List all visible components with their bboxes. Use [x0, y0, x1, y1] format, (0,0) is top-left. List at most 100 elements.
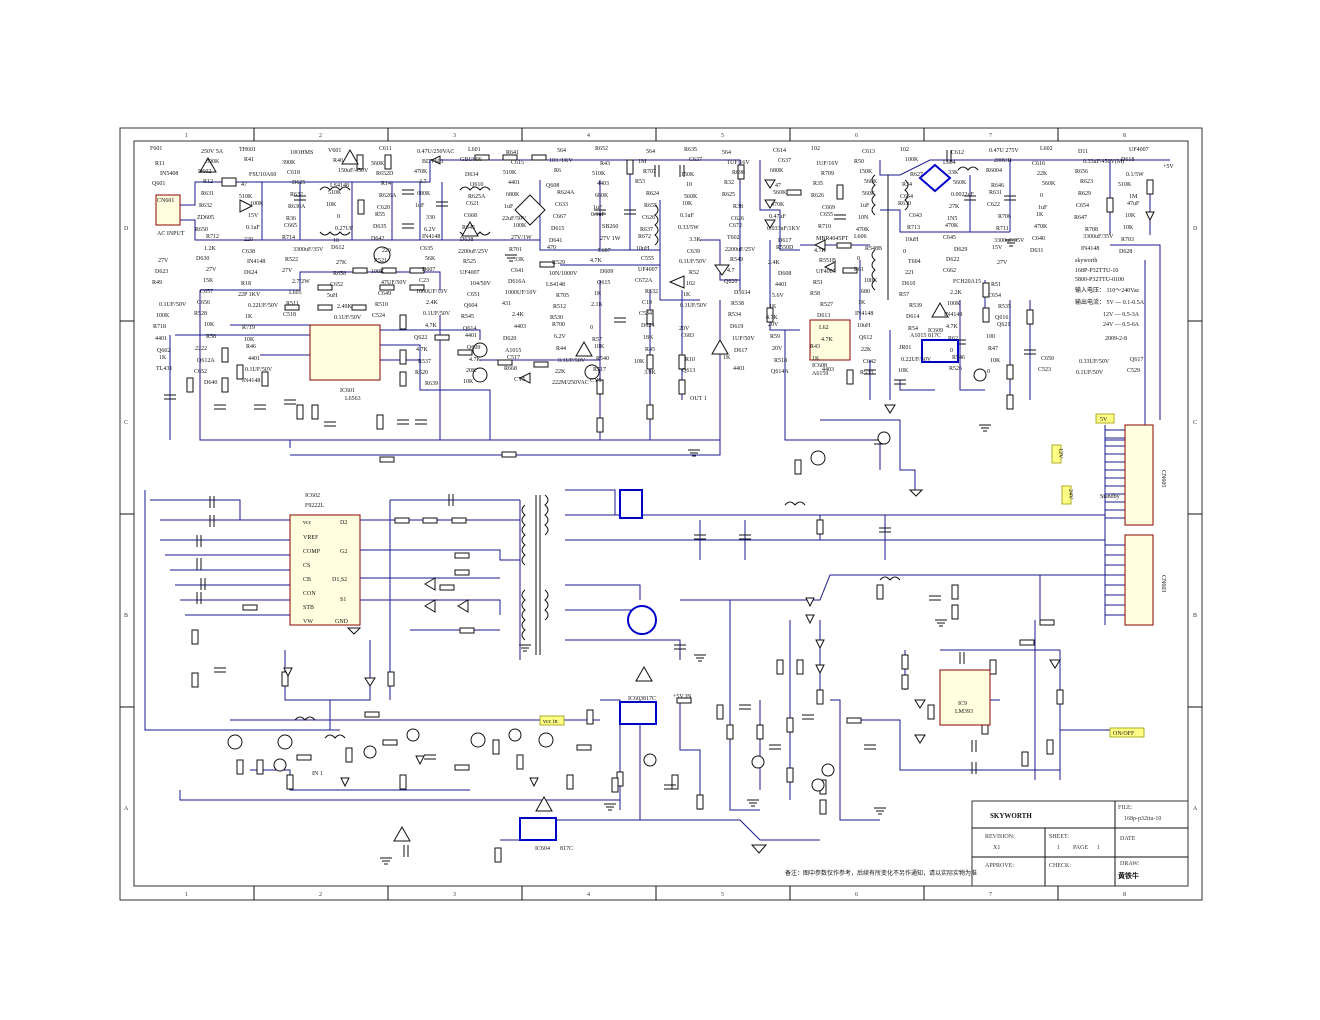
component-label: 2.4K [768, 260, 781, 266]
component-label: D642 [371, 236, 384, 242]
component-label: 1K [812, 356, 820, 362]
component-label: R631 [989, 190, 1002, 196]
ic601-ref: IC601 [340, 388, 355, 394]
component-label: D617 [734, 348, 747, 354]
component-label: 5.6V [772, 293, 785, 299]
component-label: R51 [813, 280, 823, 286]
ic9-ref: IC9 [958, 701, 967, 707]
component-label: R548B [865, 246, 882, 252]
component-label: Q616 [995, 315, 1008, 321]
component-label: 680K [506, 192, 520, 198]
component-label: 4.7K [416, 347, 429, 353]
component-label: 20K [466, 368, 477, 374]
component-label: 560K [864, 179, 878, 185]
component-label: 1M [1129, 194, 1138, 200]
component-label: 4.7 [727, 268, 735, 274]
component-label: UF4007 [460, 270, 480, 276]
component-label: 431 [502, 301, 511, 307]
component-label: 20V [772, 346, 783, 352]
component-label: 1000UF/10V [416, 289, 448, 295]
component-label: IN4148 [247, 259, 265, 265]
component-label: R629 [1078, 191, 1091, 197]
col-6-top: 6 [855, 133, 858, 139]
component-label: 1K [159, 355, 167, 361]
component-label: R6004 [986, 168, 1002, 174]
component-label: D622 [946, 257, 959, 263]
component-label: 0.27UF [335, 226, 354, 232]
component-label: 2200uF/25V [725, 247, 756, 253]
col-6-bottom: 6 [855, 892, 858, 898]
component-label: 27V [206, 267, 217, 273]
ic602-body [289, 514, 361, 626]
component-label: 104/50V [470, 281, 492, 287]
net-tags: 5V 12V 24V ON/OFF vcc in +5V +5V IN Stan… [312, 164, 1174, 777]
component-label: C523 [1038, 367, 1051, 373]
component-label: MBR4045PT [816, 236, 849, 242]
component-label: 27K [336, 260, 347, 266]
component-label: R647 [1074, 215, 1087, 221]
component-label: R38 [733, 204, 743, 210]
col-7-top: 7 [989, 133, 992, 139]
component-label: 4.7 [419, 179, 427, 185]
component-label: 0 [590, 325, 593, 331]
component-label: 0.33/5W [678, 225, 699, 231]
component-label: D11 [1078, 149, 1088, 155]
component-label: C616 [1032, 161, 1045, 167]
component-label: R510 [375, 302, 388, 308]
ic602-pin-d1s2: D1,S2 [332, 577, 347, 583]
component-label: 3300uF/35V [293, 247, 324, 253]
component-label: R57 [899, 292, 909, 298]
component-label: C638 [242, 249, 255, 255]
component-label: R652D [376, 171, 394, 177]
component-label: LS4148 [330, 183, 349, 189]
component-label: 0 [950, 348, 953, 354]
component-label: R18 [241, 281, 251, 287]
component-label: D610 [902, 281, 915, 287]
component-label: 1uF [504, 204, 514, 210]
component-label: R546 [952, 355, 965, 361]
warning-icon [711, 338, 729, 355]
component-label: R50 [854, 159, 864, 165]
ic608-ref: IC608 [812, 363, 827, 369]
component-label: R34 [902, 182, 912, 188]
component-label: V601 [328, 148, 341, 154]
component-label: IN4148 [944, 312, 962, 318]
component-label: R53 [635, 179, 645, 185]
component-label: A1015 [505, 348, 521, 354]
component-label: D631 [1030, 248, 1043, 254]
component-label: Q604 [464, 303, 477, 309]
component-label: 1K [245, 314, 253, 320]
component-label: R545 [461, 314, 474, 320]
warning-icon [931, 301, 949, 318]
component-label: 510K [239, 194, 253, 200]
component-label: C669 [822, 205, 835, 211]
component-label: R521 [374, 258, 387, 264]
component-label: D630 [196, 256, 209, 262]
component-label: 4403 [514, 324, 526, 330]
component-label: 4401 [775, 282, 787, 288]
component-label: 2.4K [426, 300, 439, 306]
component-label: 4403 [597, 181, 609, 187]
component-label: C668 [464, 213, 477, 219]
component-label: R40 [333, 158, 343, 164]
component-label: 0.1UF/50V [245, 367, 273, 373]
component-label: R532 [645, 289, 658, 295]
component-label: R631 [201, 191, 214, 197]
ic603-ref: IC603 [628, 696, 643, 702]
component-label: R551B [819, 258, 836, 264]
net-onoff: ON/OFF [1113, 731, 1135, 737]
component-label: IN5408 [160, 171, 178, 177]
col-8-bottom: 8 [1123, 892, 1126, 898]
check-label: CHECK: [1049, 863, 1071, 869]
component-label: 10K [1123, 225, 1134, 231]
component-label: D640 [204, 380, 217, 386]
component-label: R624 [646, 191, 659, 197]
ic602-pin-vw: VW [303, 619, 313, 625]
component-label: 0.1uF [591, 212, 606, 218]
component-label: C618 [287, 170, 300, 176]
component-label: R12 [203, 179, 213, 185]
component-label: 2222 [195, 346, 207, 352]
component-label: Q602 [157, 348, 170, 354]
date-label: DATE [1120, 836, 1136, 842]
component-label: 560K [1042, 181, 1056, 187]
